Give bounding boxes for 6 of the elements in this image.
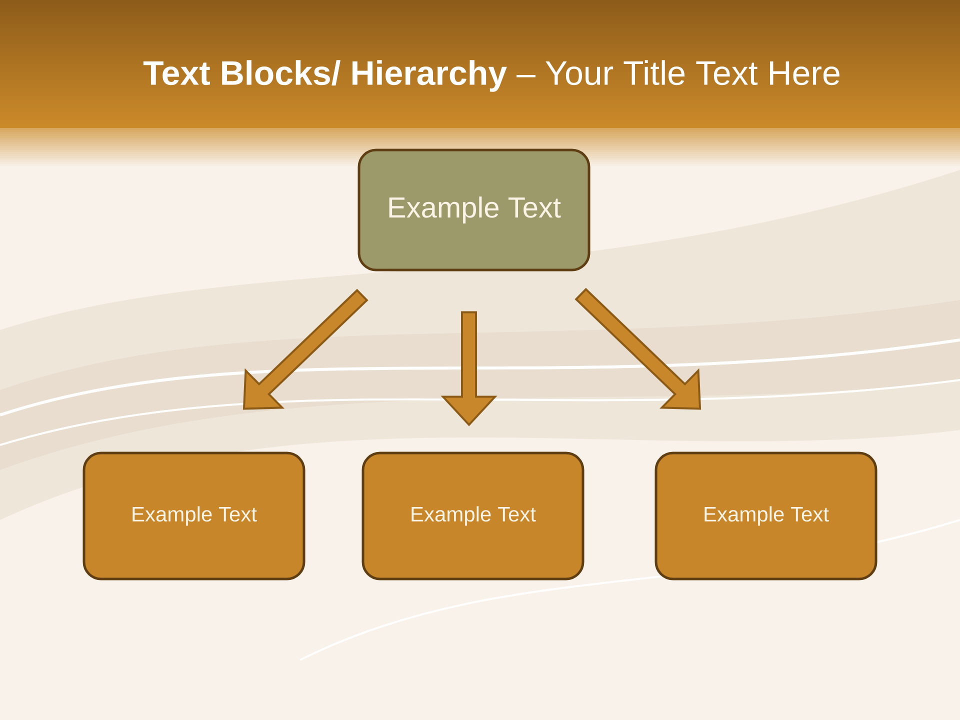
- slide-title: Text Blocks/ Hierarchy – Your Title Text Here: [143, 60, 840, 92]
- hierarchy-box: Example Text: [82, 452, 306, 580]
- hierarchy-box: Example Text: [358, 148, 590, 272]
- hierarchy-box: Example Text: [362, 452, 584, 580]
- hierarchy-box: Example Text: [654, 452, 878, 580]
- block-arrow: [440, 311, 498, 426]
